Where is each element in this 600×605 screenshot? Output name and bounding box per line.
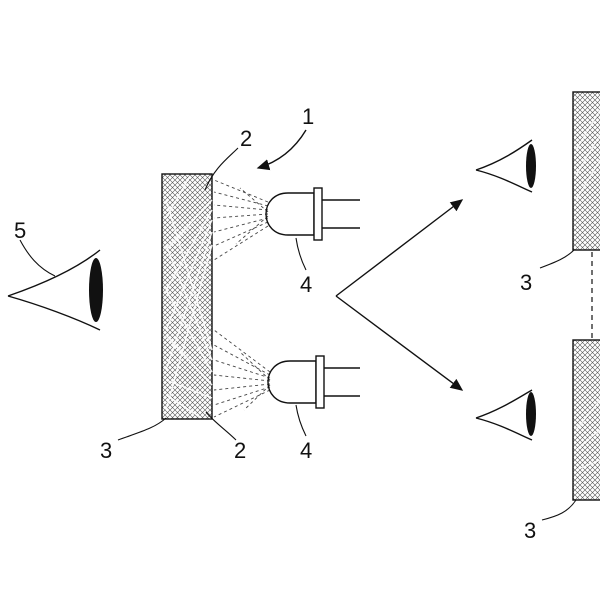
label-3-right-bottom: 3	[524, 518, 536, 543]
arrow-1	[256, 129, 307, 171]
leader-4-top	[295, 237, 307, 271]
pupil	[89, 258, 103, 322]
observer-eye	[7, 249, 103, 331]
leader-3-right-top	[539, 249, 575, 269]
observer-eye-right-bottom	[475, 389, 536, 441]
leader-3-right-bottom	[541, 499, 577, 521]
branch-arrows	[335, 199, 464, 391]
label-5: 5	[14, 218, 26, 243]
label-2-bottom: 2	[234, 438, 246, 463]
label-3-left: 3	[100, 438, 112, 463]
emission-rays-bottom	[213, 329, 271, 418]
label-3-right-top: 3	[520, 270, 532, 295]
led-bottom	[267, 355, 360, 409]
hologram-plate	[161, 173, 213, 420]
leader-5	[19, 239, 56, 277]
leader-3-left	[117, 417, 167, 441]
leader-2-top	[204, 147, 239, 191]
emission-rays-top	[213, 179, 269, 261]
label-4-bottom: 4	[300, 438, 312, 463]
leader-2-bottom	[205, 411, 237, 441]
label-2-top: 2	[240, 126, 252, 151]
leader-4-bottom	[295, 404, 307, 437]
observer-eye-right-top	[475, 139, 536, 193]
led-top	[265, 187, 360, 241]
label-1: 1	[302, 104, 314, 129]
hologram-plate-right-top	[572, 91, 600, 251]
label-4-top: 4	[300, 272, 312, 297]
internal-light-paths	[165, 175, 213, 418]
hologram-plate-right-bottom	[572, 339, 600, 501]
